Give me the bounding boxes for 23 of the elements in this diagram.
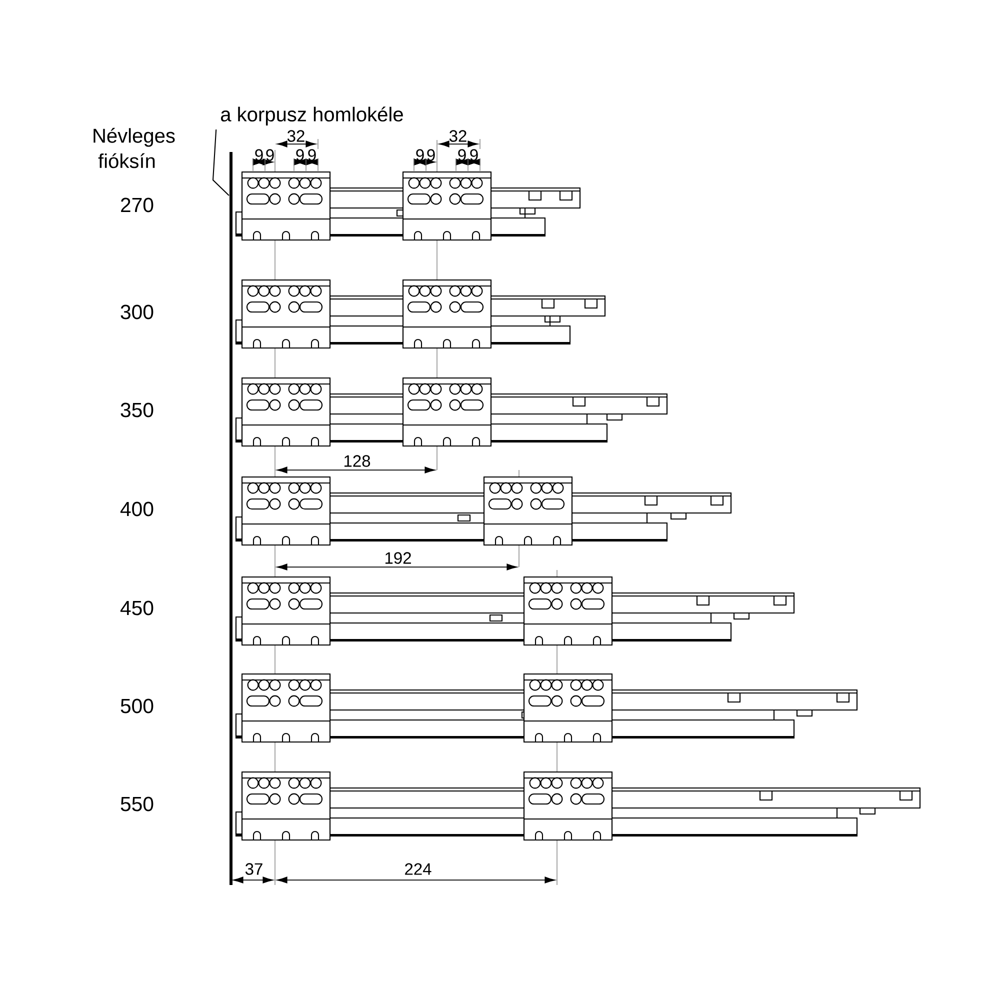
dimension-label: 9 [458,149,466,161]
dimension-label: 224 [405,863,432,875]
dimension-label: 9 [296,149,304,161]
size-label: 400 [120,502,154,516]
leader-line [212,129,230,196]
size-label: 450 [120,600,154,616]
row-heading: Névleges fióksín [94,128,175,168]
dimension-label: 9 [470,149,478,161]
dimension-label: 128 [344,455,370,467]
size-label: 500 [120,698,154,714]
dimension-label: 9 [416,149,424,161]
dimension-label: 9 [255,149,263,161]
size-label: 550 [120,796,154,812]
dimension-label: 9 [427,149,435,161]
dimension-label: 32 [287,130,304,142]
dimension-label: 9 [308,149,316,161]
dimension-label: 9 [266,149,274,161]
size-label: 270 [121,198,154,212]
size-label: 350 [120,402,154,418]
size-label: 300 [120,304,154,320]
dimension-label: 32 [449,130,466,142]
dimension-label: 192 [386,552,411,564]
callout-text: a korpusz homlokéle [220,106,403,126]
